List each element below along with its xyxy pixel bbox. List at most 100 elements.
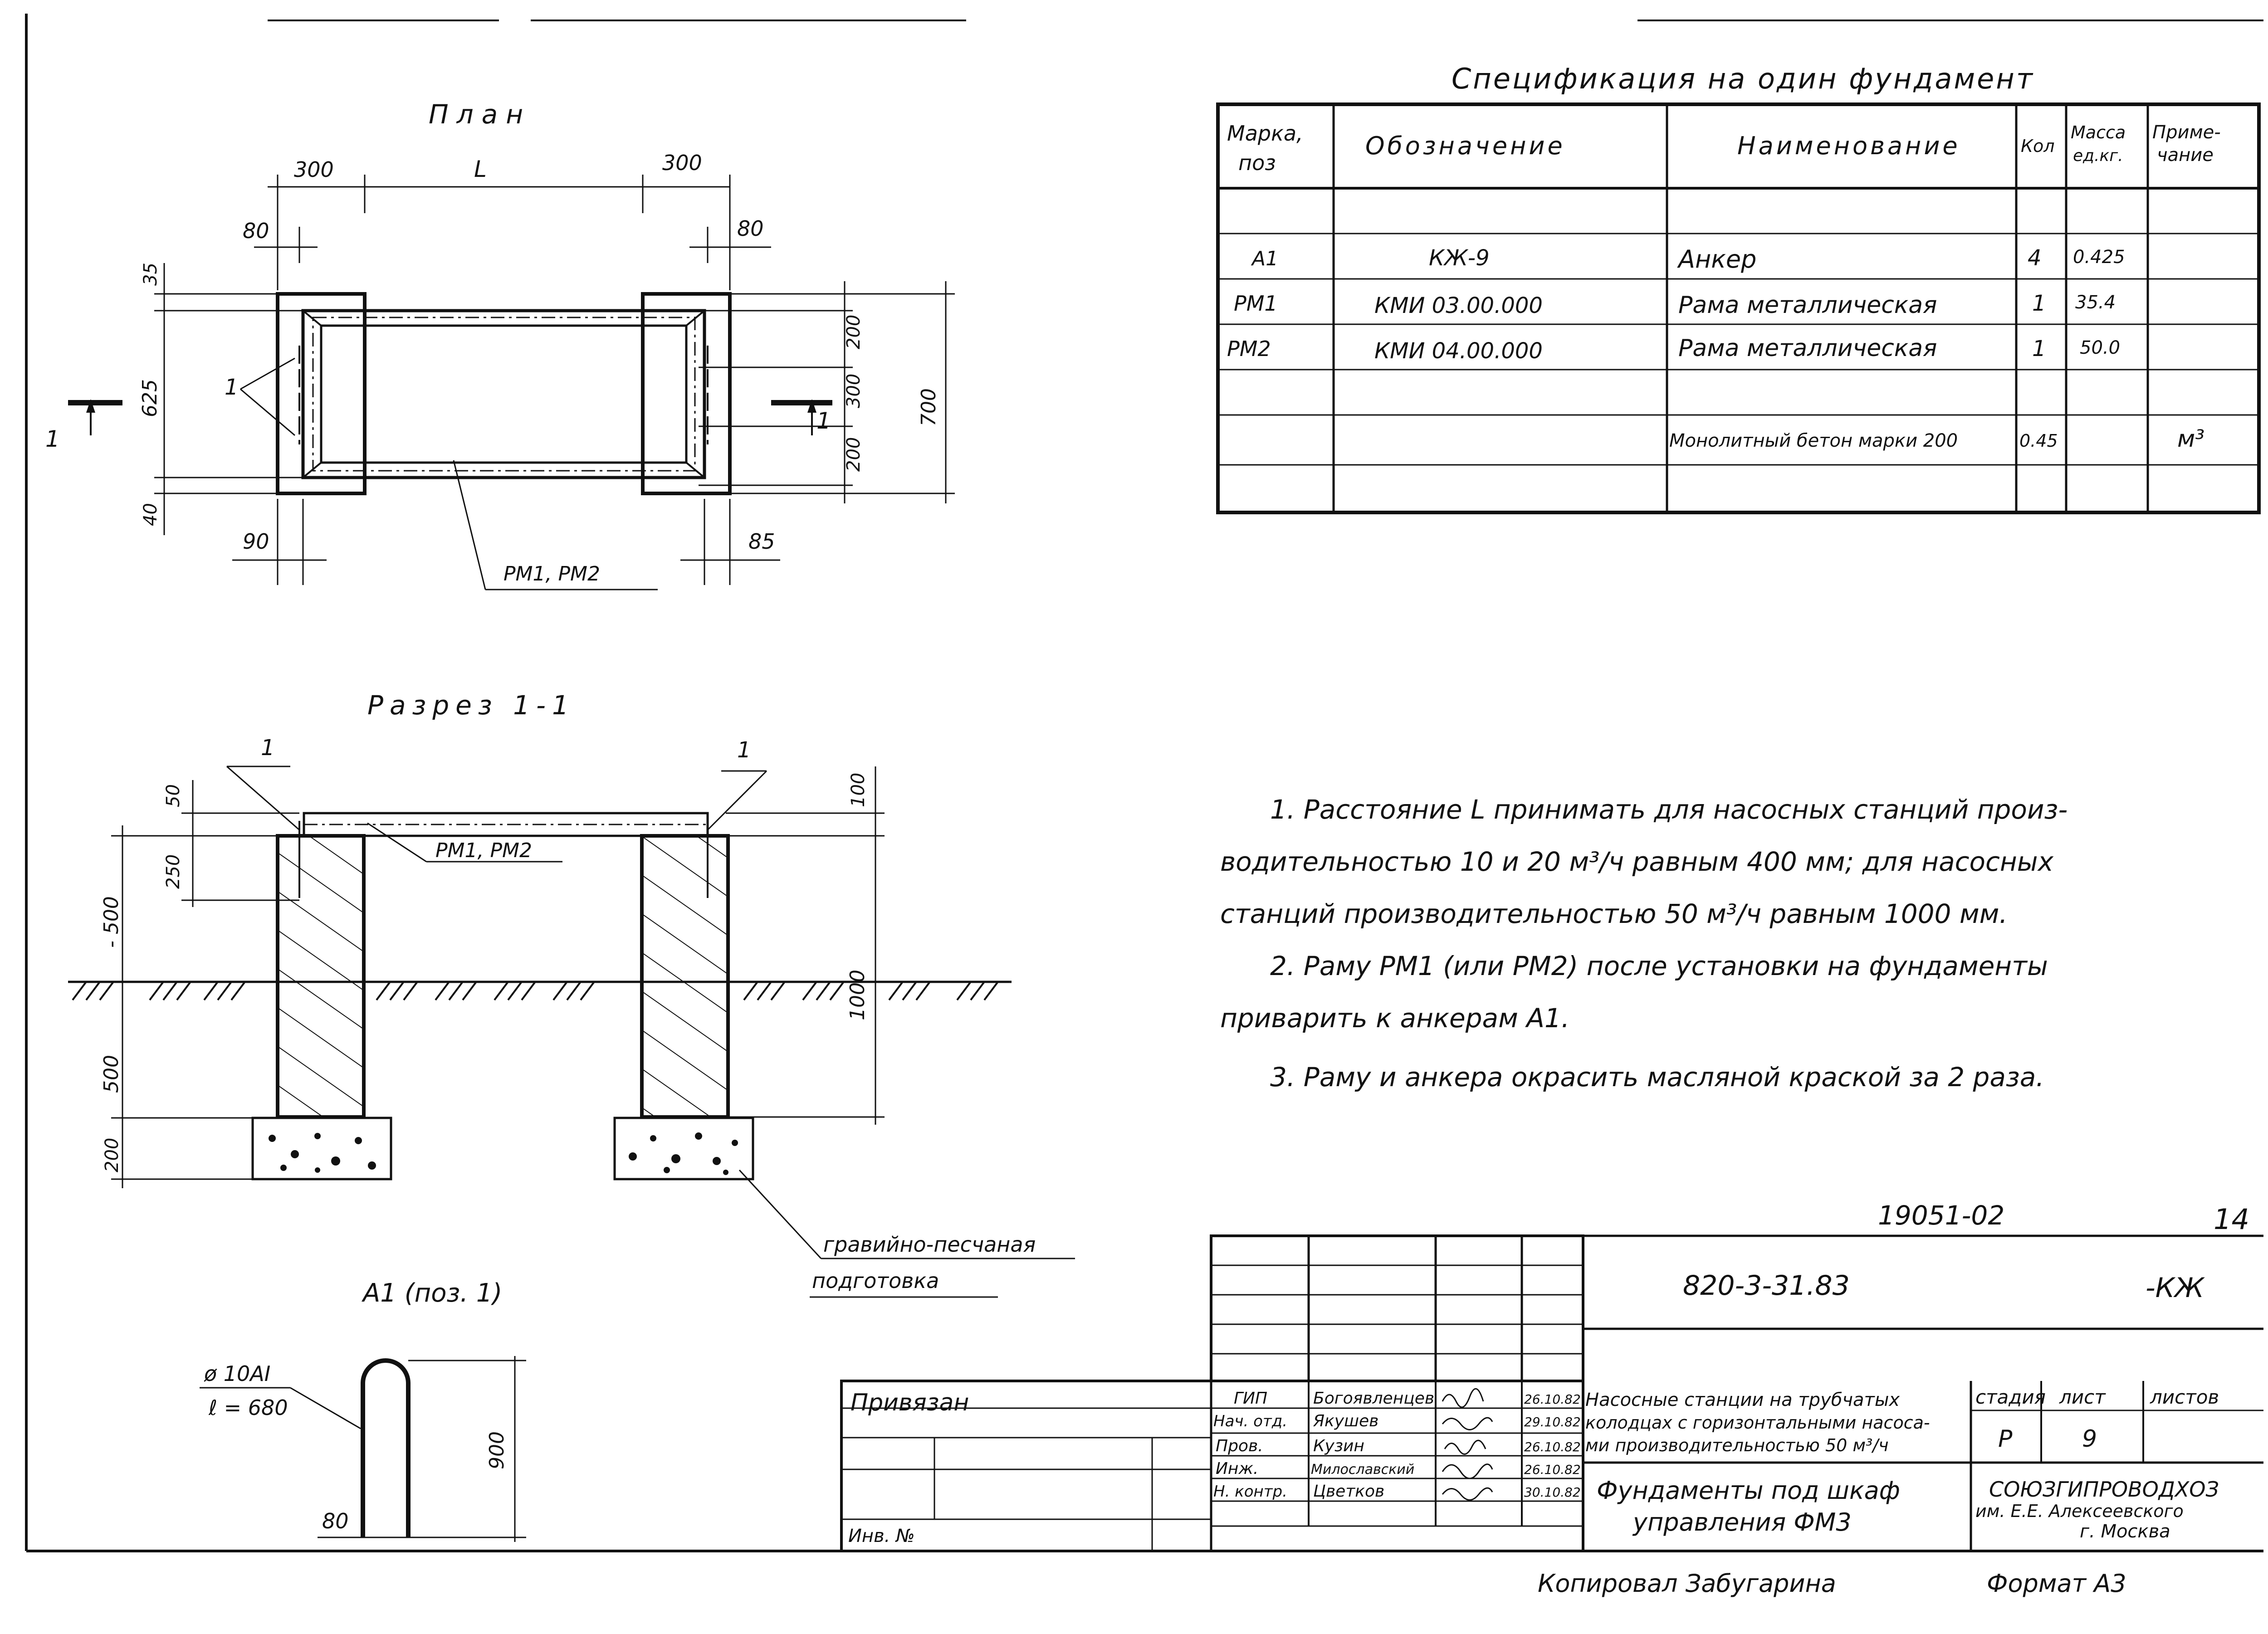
dim-35: 35	[140, 263, 161, 286]
spec-row-note: м³	[2177, 425, 2204, 453]
dim-300-left: 300	[294, 157, 334, 182]
dim-200-pad: 200	[102, 1138, 122, 1172]
spec-row-qty: 4	[2028, 245, 2042, 271]
spec-header-mark-2: поз	[1238, 151, 1276, 175]
sheet-corner-number: 14	[2214, 1203, 2249, 1236]
plan-frame-leader-label: РМ1, РМ2	[503, 562, 600, 585]
dim-minus-500: - 500	[100, 896, 123, 948]
spec-row-name: Рама металлическая	[1678, 335, 1937, 362]
project-title-line-1: Насосные станции на трубчатых	[1585, 1390, 1900, 1410]
staff-name: Якушев	[1313, 1412, 1378, 1430]
spec-row-qty: 1	[2032, 336, 2046, 361]
dim-85: 85	[748, 529, 775, 554]
inv-label: Инв. №	[848, 1526, 915, 1546]
anchor-length: ℓ = 680	[208, 1395, 288, 1420]
spec-row-designation: КЖ-9	[1429, 245, 1490, 271]
plan-pos-1-label: 1	[225, 375, 239, 400]
staff-name: Цветков	[1313, 1482, 1384, 1501]
staff-role: Инж.	[1216, 1459, 1258, 1478]
stage-value: Р	[1998, 1425, 2013, 1453]
anchor-dim-900: 900	[485, 1431, 508, 1469]
note-line: водительностью 10 и 20 м³/ч равным 400 м…	[1220, 846, 2054, 877]
sheets-label: листов	[2150, 1386, 2219, 1408]
section-pos-1-right: 1	[737, 737, 751, 763]
sheet-value: 9	[2082, 1425, 2097, 1453]
plan-frame-inner	[320, 324, 688, 464]
spec-header-note-2: чание	[2157, 145, 2214, 166]
spec-title: Спецификация на один фундамент	[1452, 62, 2034, 95]
title-block: 19051-02 14 820-3-31.83 -КЖ Привязан Инв…	[840, 1200, 2263, 1552]
gravel-label-line-2: подготовка	[812, 1268, 939, 1293]
staff-name: Кузин	[1313, 1437, 1364, 1455]
org-line-2: им. Е.Е. Алексеевского	[1975, 1501, 2184, 1521]
spec-row-mass: 35.4	[2075, 292, 2116, 313]
sheet-format: Формат А3	[1987, 1569, 2126, 1598]
spec-row-name: Рама металлическая	[1678, 292, 1937, 319]
gravel-pad-left	[251, 1117, 392, 1180]
staff-role: Н. контр.	[1213, 1483, 1287, 1501]
section-pos-1-left: 1	[261, 735, 275, 761]
spec-header-mass-1: Масса	[2071, 122, 2126, 142]
staff-date: 26.10.82	[1524, 1439, 1581, 1454]
spec-header-note-1: Приме-	[2152, 122, 2221, 143]
note-line: станций производительностью 50 м³/ч равн…	[1220, 898, 2008, 929]
dim-250: 250	[163, 854, 184, 889]
dim-200-bottom: 200	[843, 437, 864, 472]
spec-row-mass: 50.0	[2080, 337, 2120, 358]
plan-footing-left	[276, 292, 367, 495]
anchor-dim-80: 80	[322, 1509, 349, 1533]
dim-500: 500	[100, 1055, 123, 1093]
dim-300-mid: 300	[843, 374, 864, 408]
staff-role: ГИП	[1234, 1389, 1267, 1408]
sheet-frame	[25, 14, 2263, 1552]
spec-row-mark: А1	[1251, 247, 1278, 270]
spec-row-mass: 0.425	[2073, 247, 2125, 268]
staff-date: 29.10.82	[1524, 1415, 1581, 1429]
dim-50: 50	[163, 784, 184, 807]
anchor-detail: А1 (поз. 1) ø 10АI ℓ = 680 900 80	[200, 1278, 526, 1542]
staff-role: Пров.	[1216, 1437, 1263, 1455]
dim-700: 700	[917, 388, 940, 426]
note-line: 3. Раму и анкера окрасить масляной краск…	[1270, 1062, 2044, 1093]
plan-footing-right	[641, 292, 732, 495]
spec-row-name: Анкер	[1677, 245, 1756, 273]
spec-table: Спецификация на один фундамент Марка, по…	[1216, 62, 2261, 514]
project-title-line-3: ми производительностью 50 м³/ч	[1585, 1435, 1889, 1455]
inv-number: 19051-02	[1878, 1200, 2004, 1231]
section-pier-left	[276, 834, 366, 1119]
section-view: Разрез 1-1	[68, 690, 1075, 1298]
spec-row-qty: 0.45	[2019, 431, 2058, 451]
dim-80-right: 80	[737, 216, 764, 241]
section-mark-right: 1	[816, 408, 831, 434]
org-line-1: СОЮЗГИПРОВОДХОЗ	[1989, 1477, 2219, 1502]
org-line-3: г. Москва	[2080, 1521, 2170, 1542]
dim-1000: 1000	[846, 970, 869, 1020]
staff-date: 26.10.82	[1524, 1392, 1581, 1407]
dim-625: 625	[138, 379, 161, 417]
doc-code: 820-3-31.83	[1683, 1270, 1850, 1302]
spec-header-name: Наименование	[1737, 132, 1960, 160]
spec-header-mass-2: ед.кг.	[2073, 146, 2123, 165]
dim-80-left: 80	[243, 219, 269, 243]
staff-name: Богоявленцев	[1313, 1389, 1434, 1408]
spec-row-name: Монолитный бетон марки 200	[1669, 430, 1958, 451]
spec-row-designation: КМИ 04.00.000	[1374, 338, 1543, 364]
sheet-label: лист	[2059, 1386, 2106, 1408]
spec-row-qty: 1	[2032, 291, 2046, 316]
section-pier-right	[640, 834, 730, 1119]
dim-300-right: 300	[662, 151, 702, 175]
drawing-title-line-2: управления ФМ3	[1632, 1508, 1852, 1536]
staff-date: 26.10.82	[1524, 1462, 1581, 1477]
notes-block: 1. Расстояние L принимать для насосных с…	[1220, 794, 2068, 1093]
anchor-bar-spec: ø 10АI	[204, 1361, 270, 1386]
staff-role: Нач. отд.	[1213, 1412, 1287, 1430]
dim-100: 100	[848, 773, 869, 807]
spec-header-mark-1: Марка,	[1227, 121, 1303, 146]
anchor-title: А1 (поз. 1)	[362, 1278, 502, 1308]
note-line: 2. Раму РМ1 (или РМ2) после установки на…	[1270, 951, 2048, 981]
doc-suffix: -КЖ	[2146, 1272, 2205, 1304]
spec-row-mark: РМ1	[1234, 291, 1278, 316]
footer: Копировал Забугарина Формат А3	[1538, 1569, 2126, 1598]
stage-label: стадия	[1975, 1386, 2046, 1408]
